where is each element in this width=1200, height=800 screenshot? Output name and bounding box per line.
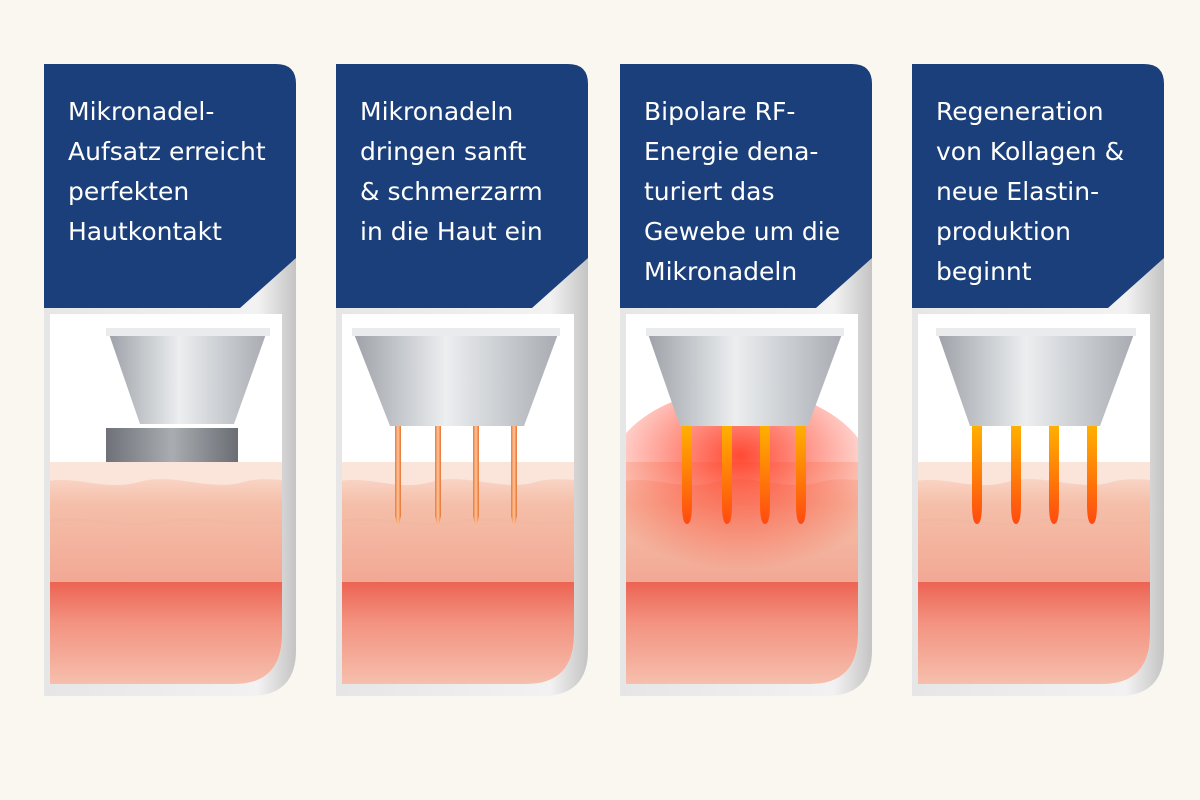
caption-header	[336, 64, 588, 308]
skin-cross-section	[918, 314, 1150, 684]
step-panel-4: Regeneration von Kollagen & neue Elastin…	[912, 64, 1164, 696]
microneedles	[395, 426, 517, 528]
step-caption: Bipolare RF- Energie dena- turiert das G…	[644, 97, 841, 286]
skin-cross-section	[50, 314, 282, 684]
caption-header	[44, 64, 296, 308]
rf-heat-zone	[626, 389, 858, 579]
step-2-illustration	[336, 64, 588, 696]
applicator-head	[648, 334, 842, 426]
step-3-illustration	[620, 64, 872, 696]
step-caption: Mikronadeln dringen sanft & schmerzarm i…	[360, 97, 543, 246]
step-1-illustration	[44, 64, 296, 696]
regenerating-microneedles	[972, 426, 1097, 524]
applicator-head	[109, 334, 266, 424]
energized-microneedles	[682, 426, 806, 524]
applicator-head	[938, 334, 1134, 426]
step-panel-1: Mikronadel- Aufsatz erreicht perfekten H…	[44, 64, 296, 696]
step-caption: Regeneration von Kollagen & neue Elastin…	[936, 97, 1125, 286]
skin-cross-section	[342, 314, 574, 684]
applicator-head	[354, 334, 558, 426]
step-panel-2: Mikronadeln dringen sanft & schmerzarm i…	[336, 64, 588, 696]
skin-cross-section	[626, 314, 858, 684]
caption-header	[912, 64, 1164, 308]
caption-header	[620, 64, 872, 308]
step-caption: Mikronadel- Aufsatz erreicht perfekten H…	[68, 97, 266, 246]
step-4-illustration	[912, 64, 1164, 696]
step-panel-3: Bipolare RF- Energie dena- turiert das G…	[620, 64, 872, 696]
needle-tip-cartridge	[106, 428, 238, 462]
